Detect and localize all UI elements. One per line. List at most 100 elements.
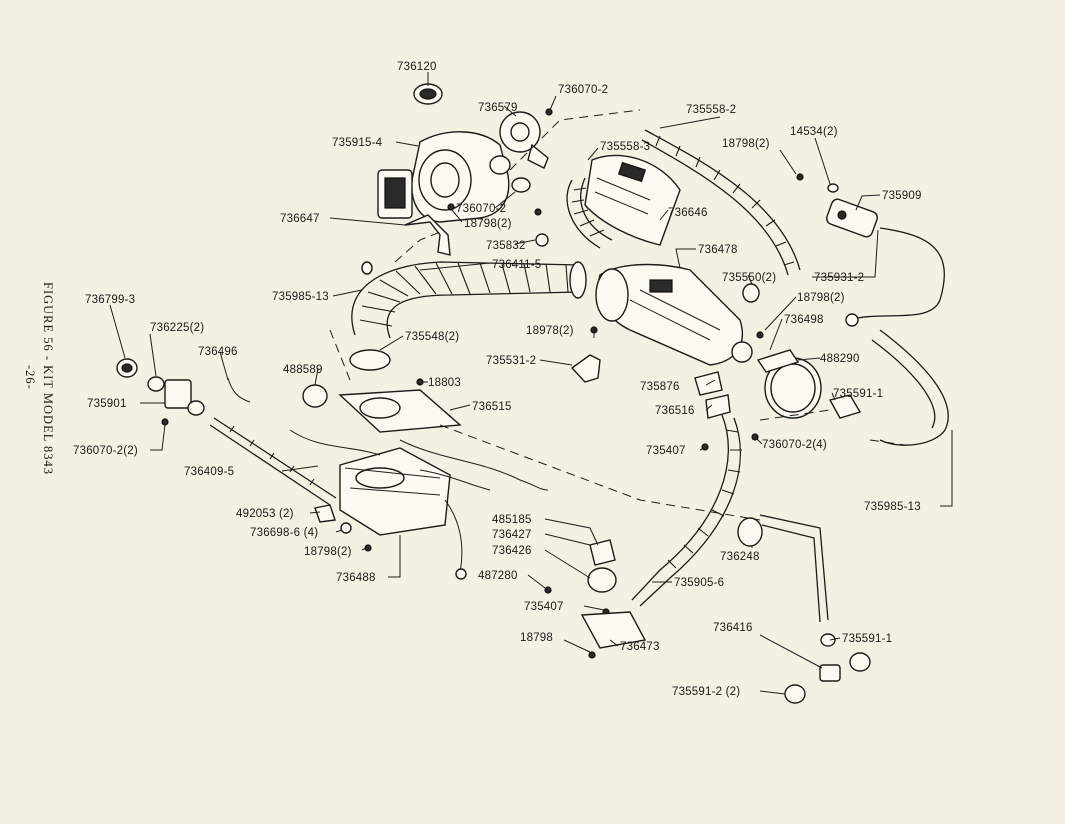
screw-18798-b [756, 331, 764, 339]
label-736248: 736248 [720, 551, 760, 563]
label-736411-5: 736411-5 [492, 259, 541, 271]
label-735531-2: 735531-2 [486, 355, 536, 367]
label-18803: 18803 [428, 377, 461, 389]
clip-735832 [535, 233, 549, 247]
label-735558-3: 735558-3 [600, 141, 650, 153]
label-18798-2-top: 18798(2) [722, 138, 770, 150]
pipe-736416 [759, 514, 829, 623]
label-18798-2-c: 18798(2) [304, 546, 352, 558]
grommet-mid [511, 177, 531, 193]
blower-housing [377, 131, 510, 223]
clamp-736426 [587, 567, 617, 593]
leader-lines [109, 72, 953, 695]
label-736070-2-2: 736070-2(2) [73, 445, 138, 457]
ring-clamp-inner [770, 363, 816, 413]
screw-14534 [796, 173, 804, 181]
label-736698-6-4: 736698-6 (4) [250, 527, 318, 539]
screw-736070-2-4 [751, 433, 759, 441]
shield-736646 [584, 154, 681, 246]
label-735931-2: 735931-2 [814, 272, 864, 284]
page-number-group: -26- [23, 365, 37, 390]
cable-735931-2 [849, 227, 945, 321]
screw-736070-2-mid [534, 208, 542, 216]
clamp-735548 [349, 349, 391, 371]
label-735591-2-2: 735591-2 (2) [672, 686, 740, 698]
screw-18798-a [447, 203, 455, 211]
bracket-736647 [404, 214, 451, 256]
dash-5 [509, 109, 641, 171]
label-487280: 487280 [478, 570, 518, 582]
label-492053-2: 492053 (2) [236, 508, 294, 520]
label-736478: 736478 [698, 244, 738, 256]
screw-18798-bottom [588, 651, 596, 659]
clamp-hose-end [569, 261, 587, 299]
label-736409-5: 736409-5 [184, 466, 234, 478]
dash-2 [439, 424, 761, 521]
bracket-488290 [756, 349, 800, 373]
label-735558-2: 735558-2 [686, 104, 736, 116]
label-736647: 736647 [280, 213, 320, 225]
label-18798-2-a: 18798(2) [464, 218, 512, 230]
label-736070-2-4: 736070-2(4) [762, 439, 827, 451]
label-736799-3: 736799-3 [85, 294, 135, 306]
clamp-736427 [589, 539, 616, 566]
grommet-735550 [742, 283, 760, 303]
hose-735985-13-right [871, 329, 949, 446]
label-735550-2: 735550(2) [722, 272, 776, 284]
control-box-736488 [339, 447, 451, 536]
label-736426: 736426 [492, 545, 532, 557]
label-736496: 736496 [198, 346, 238, 358]
label-736473: 736473 [620, 641, 660, 653]
label-735876: 735876 [640, 381, 680, 393]
label-488589: 488589 [283, 364, 323, 376]
hose-735558-2 [641, 129, 801, 276]
blower-cover [499, 111, 549, 169]
screw-736070-2-2 [161, 418, 169, 426]
label-735909: 735909 [882, 190, 922, 202]
screw-487280 [544, 586, 552, 594]
label-736416: 736416 [713, 622, 753, 634]
hose-735905-6 [631, 414, 742, 607]
thermostat-736409-5 [209, 417, 337, 506]
label-735905-6: 735905-6 [674, 577, 724, 589]
label-735985-13-right: 735985-13 [864, 501, 921, 513]
label-735832: 735832 [486, 240, 526, 252]
tee-fitting [784, 633, 871, 704]
label-488290: 488290 [820, 353, 860, 365]
screw-top [545, 108, 553, 116]
wire-terminal [455, 568, 467, 580]
label-735915-4: 735915-4 [332, 137, 383, 149]
label-735591-1-bottom: 735591-1 [842, 633, 892, 645]
label-735407-bottom: 735407 [524, 601, 564, 613]
grommet-736248 [737, 517, 763, 547]
label-736579: 736579 [478, 102, 518, 114]
part-labels: 736120 736070-2 736579 735558-2 735915-4… [73, 61, 922, 698]
label-735407-right: 735407 [646, 445, 686, 457]
switch-735909 [825, 198, 879, 238]
bracket-735531-2 [570, 354, 601, 383]
ring-mid [489, 155, 511, 175]
dash-3 [759, 409, 831, 421]
label-736225-2: 736225(2) [150, 322, 204, 334]
washer-736225 [147, 376, 165, 392]
label-14534-2: 14534(2) [790, 126, 838, 138]
flex-hose-736411-5 [351, 261, 581, 339]
label-736515: 736515 [472, 401, 512, 413]
dash-6 [329, 329, 351, 381]
label-736646: 736646 [668, 207, 708, 219]
label-18978-2: 18978(2) [526, 325, 574, 337]
clamp-736120 [413, 83, 443, 105]
label-485185: 485185 [492, 514, 532, 526]
dash-4 [869, 439, 906, 446]
bracket-736516 [705, 394, 731, 419]
plug-736799-3 [116, 358, 138, 378]
fitting-735985-left [361, 261, 373, 275]
figure-caption: FIGURE 56 - KIT MODEL 8343 [41, 282, 55, 475]
grommet-488589 [302, 384, 328, 408]
heater-736478 [595, 263, 753, 366]
nut-736698-6 [340, 522, 352, 534]
page-number: -26- [23, 365, 37, 390]
label-735901: 735901 [87, 398, 127, 410]
